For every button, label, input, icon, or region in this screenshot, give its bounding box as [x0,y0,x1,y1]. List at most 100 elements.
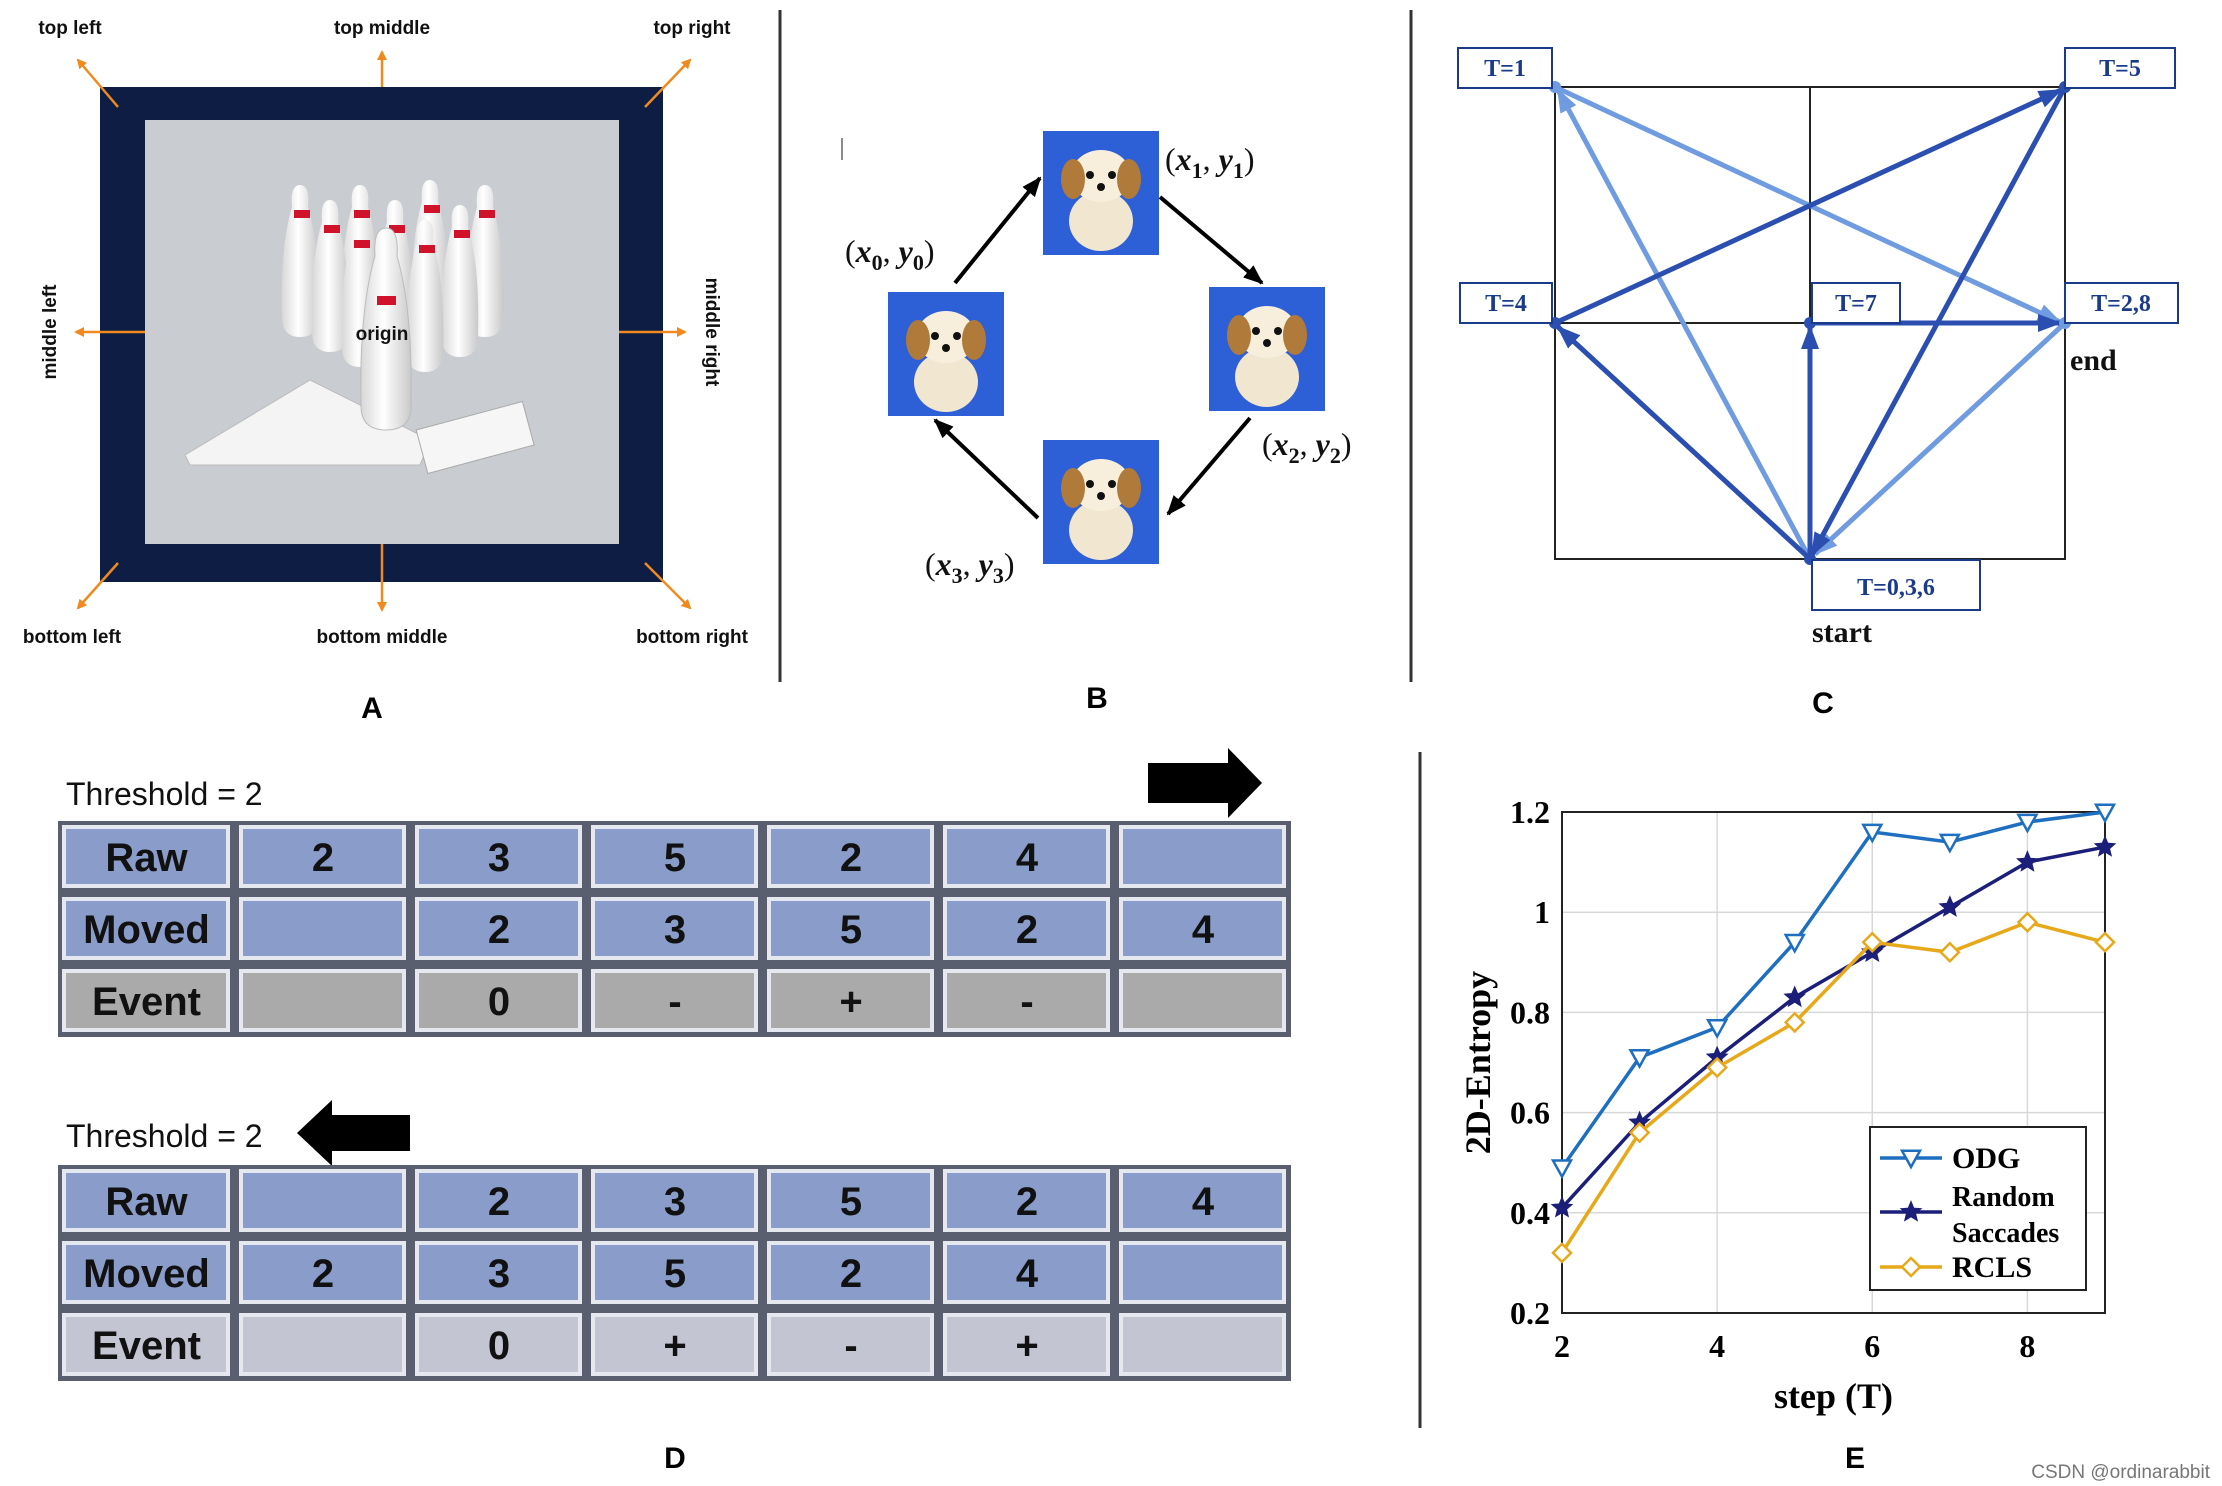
table-cell [419,973,578,1028]
direction-arrows [74,50,692,612]
data-point [1938,833,1961,854]
table-cell-text: 3 [664,1180,686,1224]
panel-a-letter: A [361,692,383,725]
label-top-left: top left [38,18,102,39]
svg-text:T=4: T=4 [1485,291,1527,317]
data-point [1550,1195,1574,1218]
series-line [1560,810,2106,1169]
table-cell [771,973,930,1028]
panel-b-letter: B [1086,682,1108,715]
y-axis-label: 2D-Entropy [1458,971,1498,1154]
row-header-text: Moved [83,908,210,952]
table-cell-text: 5 [664,836,686,880]
callout-t1: T=1 [1457,47,1553,89]
data-point [1783,985,1807,1008]
table-cell [243,973,402,1028]
dog-image-left [888,292,1004,416]
table-cell-text: 5 [664,1252,686,1296]
row-header [66,973,226,1028]
table-cell-text: 2 [488,908,510,952]
panel-c-letter: C [1812,687,1834,720]
pencil-card [415,400,535,475]
data-point [1899,1149,1923,1170]
table-cell [771,1173,930,1228]
table-cell [419,829,578,884]
dog-image-right [1209,287,1325,411]
data-point [1938,895,1962,917]
row-header-text: Moved [83,1252,210,1296]
arrow-right-to-bottom [1166,416,1252,516]
table-cell-text: 2 [1016,1180,1038,1224]
threshold-top: Threshold = 2 [66,776,263,812]
callout-t5: T=5 [2064,47,2176,89]
table-cell [419,1317,578,1372]
table-cell [419,901,578,956]
table-cell [771,901,930,956]
data-point [1783,933,1806,954]
callout-t4: T=4 [1459,282,1553,324]
panel-e-letter: E [1845,1442,1865,1475]
row-header-text: Raw [105,836,188,880]
arrow-top-right [644,58,692,108]
data-point [1706,1018,1729,1040]
y-tick-label: 0.2 [1510,1295,1550,1331]
row-header-text: Raw [105,1180,188,1224]
panel-a: origin top left top middle top right mid… [23,18,749,725]
table-cell-text: - [668,980,681,1024]
table-cell-text: 3 [488,836,510,880]
table-cell-text: 4 [1016,836,1039,880]
table-cell-text: - [1020,980,1033,1024]
table-cell [419,1245,578,1300]
legend-entry: ODG [1880,1142,2020,1175]
data-point [2094,931,2116,954]
table-cell [595,829,754,884]
table-cell [771,1317,930,1372]
callout-t7: T=7 [1811,282,1901,324]
data-point [1628,1049,1651,1070]
table-cell-text: 4 [1192,1180,1215,1224]
svg-text:T=5: T=5 [2099,56,2141,82]
table-cell-text: - [844,1324,857,1368]
table-cell [771,1245,930,1300]
y-tick-label: 0.6 [1510,1095,1550,1131]
label-bottom-left: bottom left [23,627,122,648]
series-line [1560,920,2106,1254]
x-axis-label: step (T) [1774,1376,1893,1416]
legend-entry: RCLS [1880,1251,2032,1284]
table-cell [771,829,930,884]
panel-b: (x1, y1) (x2, y2) (x3, y3) (x0, y0) B [841,131,1352,715]
table-cell [1123,829,1282,884]
row-header [66,829,226,884]
table-cell [595,901,754,956]
table-cell [1123,973,1282,1028]
svg-text:T=1: T=1 [1484,56,1526,82]
x-tick-label: 4 [1709,1328,1725,1364]
arrow-left-to-top [953,176,1042,285]
row-header [66,1245,226,1300]
table-cell-text: 2 [840,836,862,880]
table-cell-text: 2 [488,1180,510,1224]
legend-label: ODG [1952,1142,2020,1175]
y-tick-label: 0.8 [1510,994,1550,1030]
table-cell [1123,901,1282,956]
table-cell-text: 4 [1016,1252,1039,1296]
label-middle-left: middle left [40,284,61,380]
bowling-pins-photo [184,180,535,475]
x-tick-label: 2 [1554,1328,1570,1364]
coord-label-bottom: (x3, y3) [925,546,1015,588]
path-t4-t5 [1553,87,2063,326]
table-cell [595,973,754,1028]
head-pin [360,227,412,431]
arrow-top-to-right [1158,195,1264,285]
table-cell [1123,1173,1282,1228]
